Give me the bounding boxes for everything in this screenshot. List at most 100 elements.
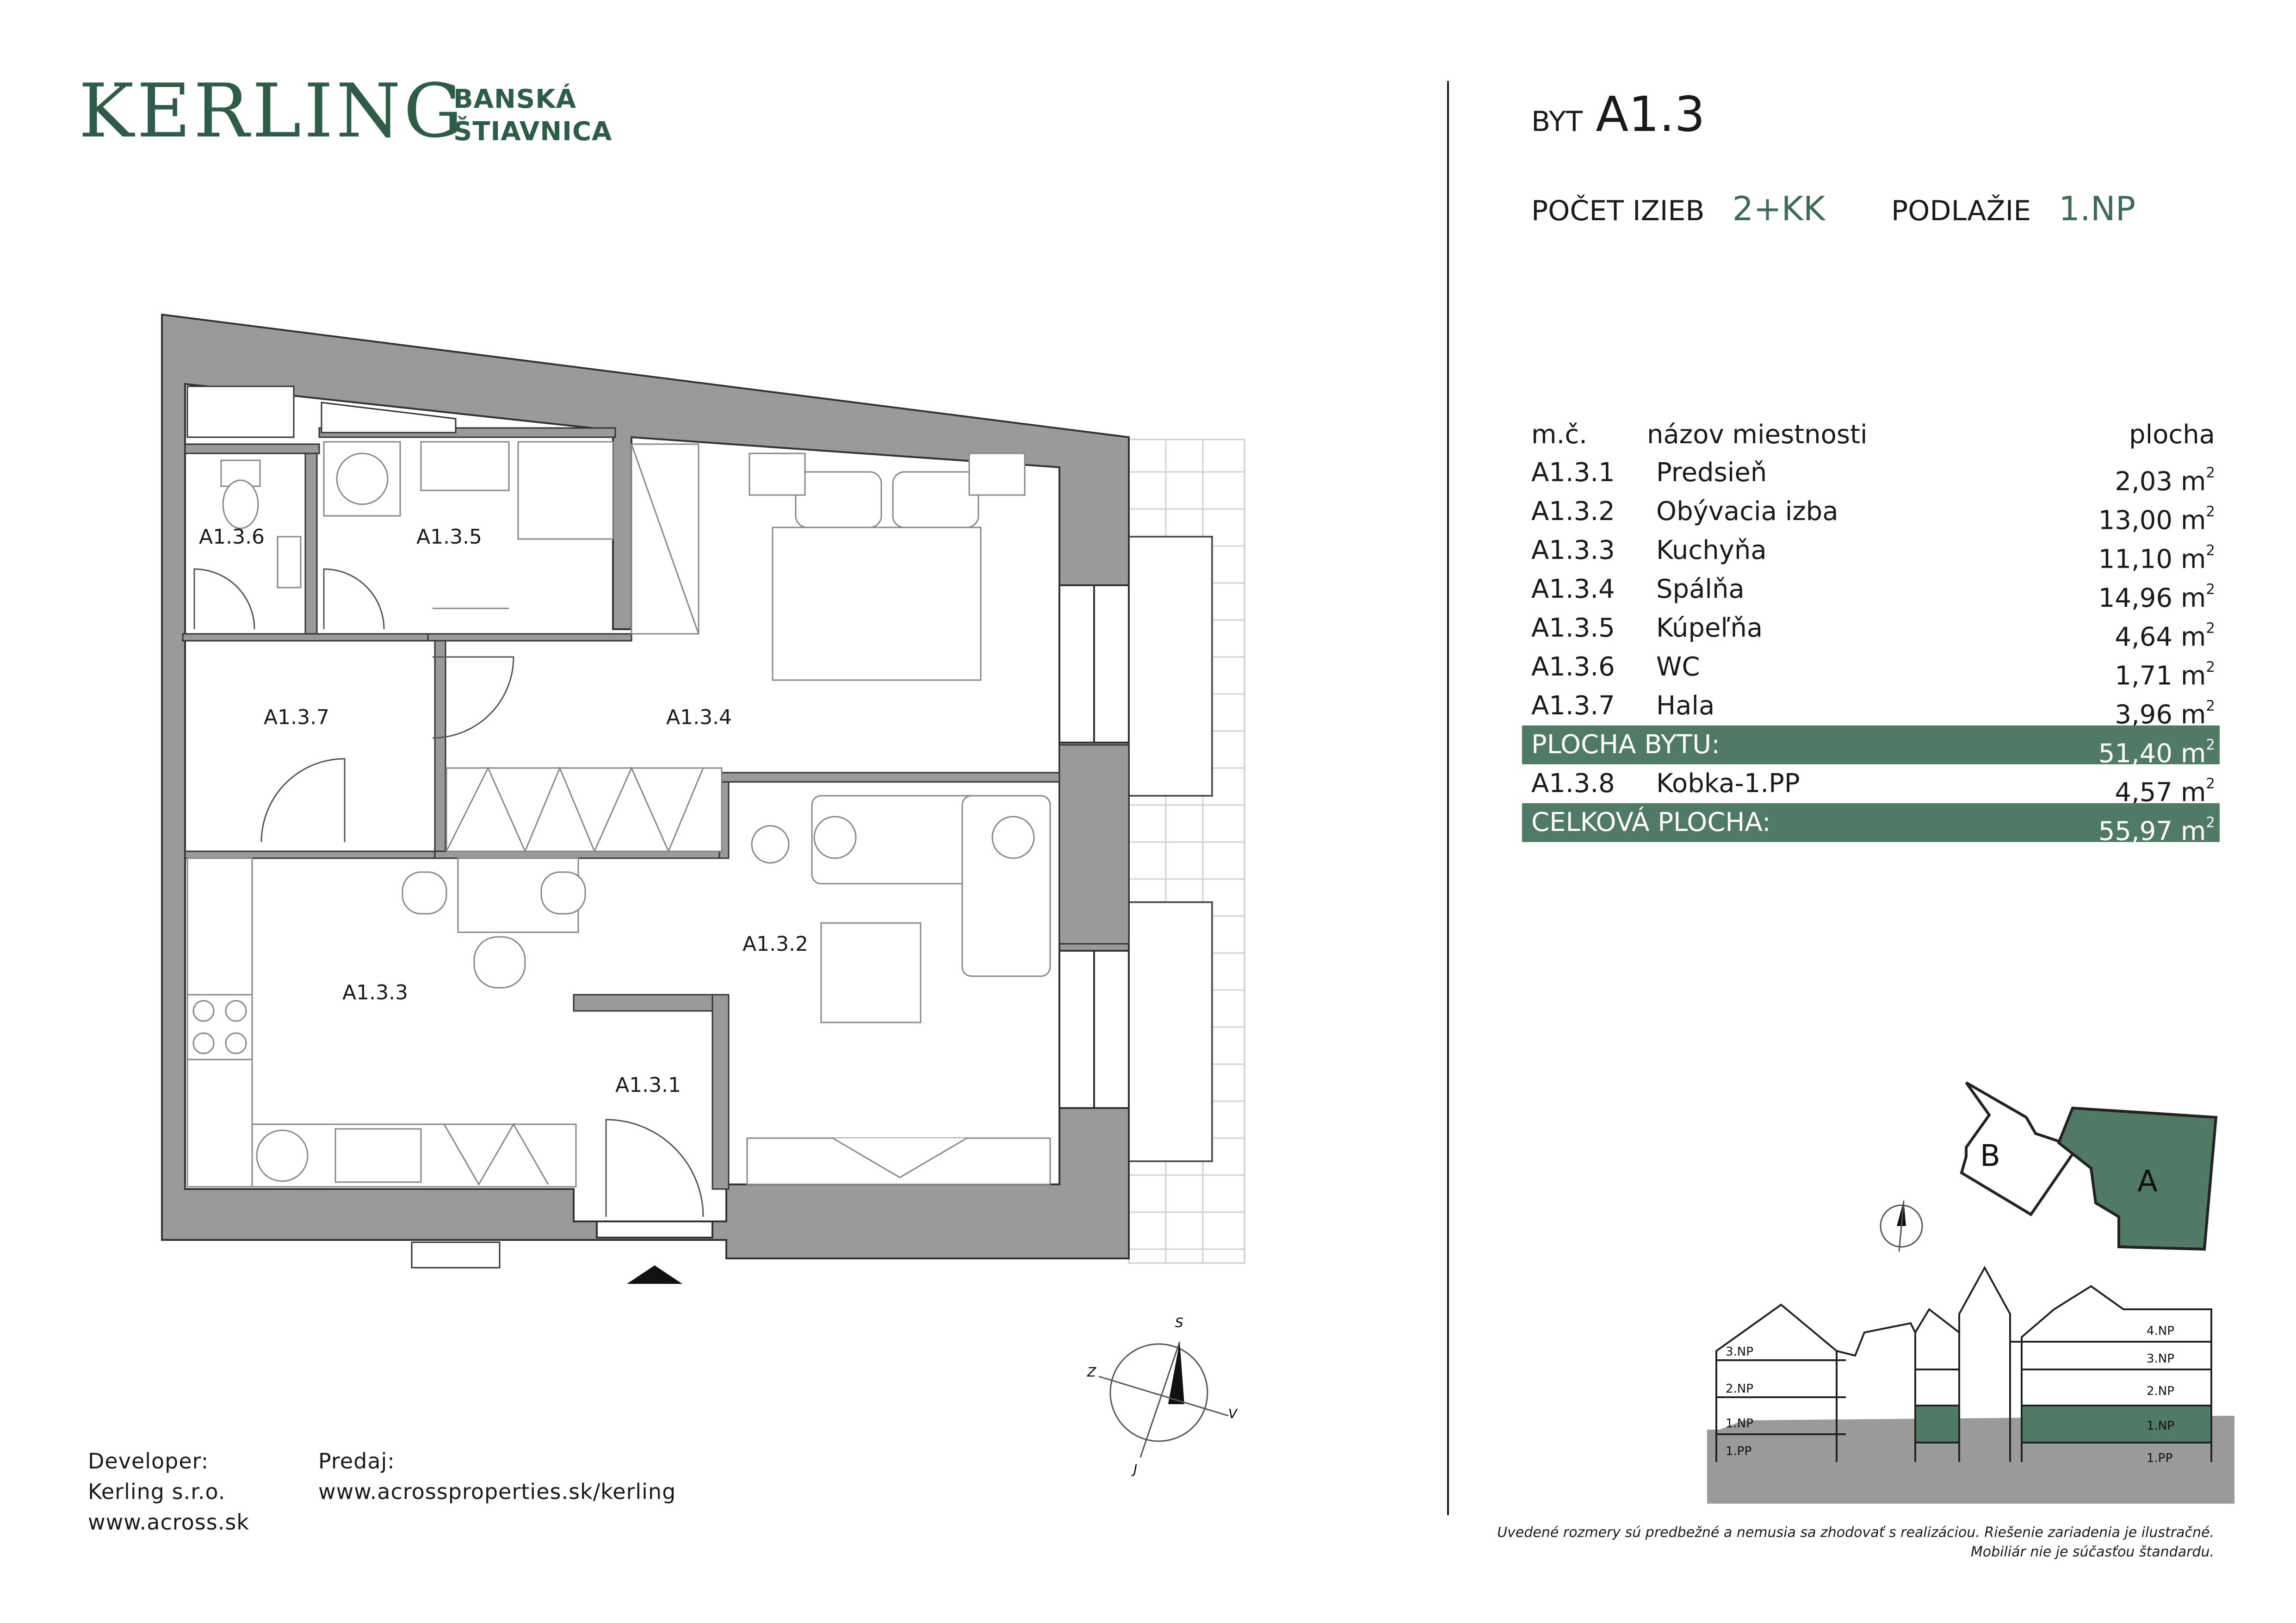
disclaimer-line2: Mobiliár nie je súčasťou štandardu. — [1970, 1544, 2214, 1560]
building-a-shape — [2057, 1106, 2218, 1251]
walls — [161, 313, 1130, 1269]
developer-block: Developer: Kerling s.r.o. www.across.sk — [88, 1446, 249, 1537]
brand-logo: KERLING — [79, 74, 465, 148]
unit-label: BYT — [1531, 105, 1583, 138]
floor-plan: A1.3.6 A1.3.5 A1.3.7 A1.3.4 A1.3.2 A1.3.… — [161, 313, 1245, 1477]
sales-block: Predaj: www.acrossproperties.sk/kerling — [318, 1446, 676, 1507]
section-left-floor: 1.NP — [1726, 1417, 1753, 1431]
building-b-shape — [1960, 1081, 2079, 1217]
header-name: názov miestnosti — [1647, 420, 1868, 450]
plan-label-r3: A1.3.3 — [342, 981, 408, 1004]
vertical-divider — [1447, 81, 1449, 1515]
table-row: A1.3.6 WC 1,71 m2 — [1522, 648, 2220, 691]
room-name: Kuchyňa — [1656, 535, 1767, 565]
grand-total-area: 55,97 m2 — [2098, 814, 2215, 847]
building-b-label: B — [1980, 1139, 2000, 1173]
section-right-floor: 1.PP — [2147, 1451, 2172, 1465]
terrace — [1128, 439, 1245, 1264]
plan-label-r6: A1.3.6 — [199, 525, 265, 549]
building-a-label: A — [2137, 1165, 2158, 1199]
room-number: A1.3.4 — [1531, 574, 1615, 604]
room-table: m.č. názov miestnosti plocha A1.3.1 Pred… — [1522, 416, 2220, 847]
plan-label-r1: A1.3.1 — [615, 1073, 681, 1097]
disclaimer-line1: Uvedené rozmery sú predbežné a nemusia s… — [1497, 1524, 2214, 1541]
compass-north: S — [1175, 1315, 1183, 1330]
room-area: 14,96 m2 — [2098, 581, 2215, 613]
rooms-count: POČET IZIEB 2+KK — [1531, 192, 1825, 225]
storage-area: 4,57 m2 — [2115, 775, 2215, 808]
section-highlight-1np — [1915, 1406, 1959, 1443]
room-area: 11,10 m2 — [2098, 542, 2215, 575]
table-row: A1.3.7 Hala 3,96 m2 — [1522, 687, 2220, 730]
section-right-floor: 1.NP — [2147, 1419, 2174, 1433]
compass-south: J — [1131, 1462, 1137, 1477]
section-left-floor: 2.NP — [1726, 1382, 1753, 1396]
room-number: A1.3.6 — [1531, 652, 1615, 682]
table-header: m.č. názov miestnosti plocha — [1522, 416, 2220, 453]
room-area: 3,96 m2 — [2115, 698, 2215, 730]
rooms-label: POČET IZIEB — [1531, 195, 1705, 227]
plan-label-r5: A1.3.5 — [416, 525, 482, 549]
sales-web-link[interactable]: www.acrossproperties.sk/kerling — [318, 1479, 676, 1504]
unit-code: A1.3 — [1596, 86, 1705, 142]
rooms-value: 2+KK — [1732, 189, 1826, 228]
floor-info: PODLAŽIE 1.NP — [1891, 192, 2135, 225]
room-area: 4,64 m2 — [2115, 620, 2215, 652]
doors — [193, 568, 704, 1217]
compass-west: Z — [1087, 1364, 1096, 1380]
room-number: A1.3.1 — [1531, 458, 1615, 488]
section-right-floor: 2.NP — [2147, 1384, 2174, 1398]
developer-name: Kerling s.r.o. — [88, 1479, 226, 1504]
plan-label-r4: A1.3.4 — [666, 706, 732, 729]
compass-needle-icon — [1168, 1342, 1184, 1404]
storage-row: A1.3.8 Kobka-1.PP 4,57 m2 — [1522, 764, 2220, 808]
section-right-floor: 4.NP — [2147, 1324, 2174, 1338]
compass-east: V — [1228, 1406, 1238, 1421]
plan-label-r7: A1.3.7 — [264, 706, 329, 729]
windows — [596, 584, 1130, 1239]
room-number: A1.3.3 — [1531, 535, 1615, 565]
developer-label: Developer: — [88, 1449, 209, 1474]
room-name: Hala — [1656, 691, 1715, 721]
table-row: A1.3.2 Obývacia izba 13,00 m2 — [1522, 492, 2220, 536]
section-diagram: 3.NP 2.NP 1.NP 1.PP 4.NP 3.NP 2.NP 1.NP … — [1707, 1265, 2234, 1504]
room-name: Kúpeľňa — [1656, 613, 1763, 643]
room-labels: A1.3.6 A1.3.5 A1.3.7 A1.3.4 A1.3.2 A1.3.… — [199, 525, 808, 1097]
storage-name: Kobka-1.PP — [1656, 768, 1800, 799]
unit-total-row: PLOCHA BYTU: 51,40 m2 — [1522, 725, 2220, 769]
section-left-floor: 1.PP — [1726, 1444, 1751, 1458]
header-area: plocha — [2129, 420, 2215, 450]
unit-total-label: PLOCHA BYTU: — [1531, 730, 1720, 760]
sales-label: Predaj: — [318, 1449, 395, 1474]
disclaimer: Uvedené rozmery sú predbežné a nemusia s… — [1428, 1523, 2214, 1562]
floor-label: PODLAŽIE — [1891, 195, 2031, 227]
room-area: 2,03 m2 — [2115, 465, 2215, 497]
table-row: A1.3.1 Predsieň 2,03 m2 — [1522, 453, 2220, 497]
section-left-floor: 3.NP — [1726, 1345, 1753, 1359]
unit-total-area: 51,40 m2 — [2098, 737, 2215, 769]
brand-location-line2: ŠTIAVNICA — [453, 117, 613, 147]
plan-label-r2: A1.3.2 — [743, 932, 808, 956]
room-name: Spálňa — [1656, 574, 1745, 604]
brand-location: BANSKÁ ŠTIAVNICA — [453, 83, 612, 148]
table-row: A1.3.4 Spálňa 14,96 m2 — [1522, 570, 2220, 613]
site-key: B A — [1880, 1081, 2218, 1252]
developer-web-link[interactable]: www.across.sk — [88, 1510, 249, 1535]
table-row: A1.3.3 Kuchyňa 11,10 m2 — [1522, 531, 2220, 575]
table-row: A1.3.5 Kúpeľňa 4,64 m2 — [1522, 609, 2220, 652]
storage-number: A1.3.8 — [1531, 768, 1615, 799]
grand-total-row: CELKOVÁ PLOCHA: 55,97 m2 — [1522, 803, 2220, 847]
room-area: 13,00 m2 — [2098, 503, 2215, 536]
site-compass — [1880, 1200, 1923, 1252]
entrance-arrow — [627, 1265, 682, 1284]
brand-location-line1: BANSKÁ — [453, 84, 576, 114]
compass: S J Z V — [1087, 1315, 1238, 1477]
grand-total-label: CELKOVÁ PLOCHA: — [1531, 807, 1771, 837]
room-name: WC — [1656, 652, 1700, 682]
room-number: A1.3.7 — [1531, 691, 1615, 721]
room-name: Predsieň — [1656, 458, 1767, 488]
floor-value: 1.NP — [2059, 189, 2136, 228]
room-number: A1.3.5 — [1531, 613, 1615, 643]
room-number: A1.3.2 — [1531, 496, 1615, 527]
